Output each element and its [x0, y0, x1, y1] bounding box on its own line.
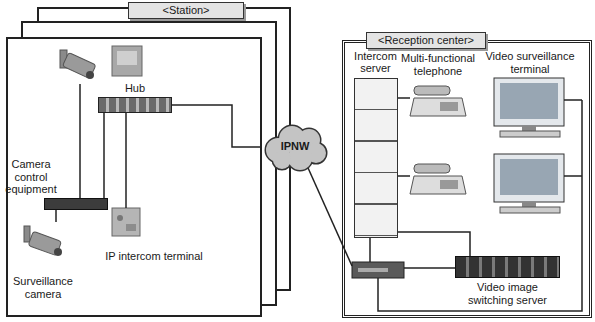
camera-control-box: Camera control equipment: [44, 198, 108, 210]
intercom-button: [126, 224, 136, 231]
monitor-stand: [522, 126, 536, 131]
camera-body: [62, 52, 96, 78]
cloud-fill: [273, 151, 291, 169]
monitor-screen: [500, 159, 558, 195]
node-label: Hub: [115, 82, 155, 95]
connector: [103, 113, 105, 198]
telephone-keypad: [440, 180, 458, 189]
connector: [55, 210, 57, 222]
monitor-frame: [494, 78, 564, 126]
camera-lens: [86, 71, 94, 79]
intercom-server: Intercom server: [354, 78, 398, 238]
network-cloud: IPNW: [262, 120, 328, 172]
node-label: Video surveillance terminal: [482, 50, 578, 75]
server-wire: [369, 238, 371, 262]
tab-heading: <Station>: [128, 2, 244, 19]
switch-wire: [404, 267, 455, 269]
monitor-wire: [564, 175, 582, 177]
camera-mount: [24, 226, 30, 242]
hub-ports: [358, 268, 388, 272]
monitor-wire: [378, 100, 582, 311]
monitor-screen: [500, 83, 558, 119]
device-picture: [112, 46, 142, 76]
hub-device: Hub: [98, 97, 172, 113]
node-label: IP intercom terminal: [98, 250, 210, 263]
device-picture: [117, 51, 137, 65]
telephone: Multi-functional telephone: [410, 80, 466, 116]
connector: [172, 105, 262, 147]
node-label: Camera control equipment: [2, 158, 60, 196]
node-label: Video image switching server: [458, 281, 558, 306]
switching-server: Video image switching server: [455, 256, 560, 278]
keyboard: [500, 131, 560, 137]
tab-heading: <Reception center>: [366, 32, 486, 49]
surveillance-camera: Surveillance camera: [8, 222, 78, 300]
camera-lens: [54, 248, 62, 256]
node-label: Multi-functional telephone: [396, 52, 480, 77]
keyboard: [500, 207, 560, 213]
monitor-terminal: Video surveillance terminal: [492, 78, 568, 138]
connector: [398, 232, 470, 256]
station-frame: Camera control equipment Hub IP intercom t…: [6, 37, 262, 317]
monitor-frame: [494, 154, 564, 202]
camera-body: [28, 231, 61, 255]
node-label: Surveillance camera: [8, 275, 78, 300]
monitor-stand: [522, 202, 536, 207]
telephone-wire: [398, 175, 410, 177]
cloud-outline: [273, 151, 291, 169]
intercom-speaker: [117, 215, 123, 221]
node-label: IPNW: [262, 120, 328, 172]
intercom-terminal: IP intercom terminal: [98, 208, 210, 262]
telephone-handset: [414, 164, 450, 173]
connector: [398, 97, 410, 99]
camera-wire: [79, 84, 81, 198]
connector: [125, 113, 127, 208]
telephone-handset: [414, 86, 450, 95]
node-label: Intercom server: [346, 50, 406, 75]
reception-hub: [352, 262, 404, 278]
telephone-base: [410, 176, 466, 194]
monitor-wire: [564, 99, 582, 101]
telephone-base: [410, 98, 466, 116]
telephone-keypad: [440, 102, 458, 111]
reception-center-frame: Intercom serverMulti-functional telephon…: [342, 40, 592, 318]
intercom-icon: [112, 208, 140, 236]
